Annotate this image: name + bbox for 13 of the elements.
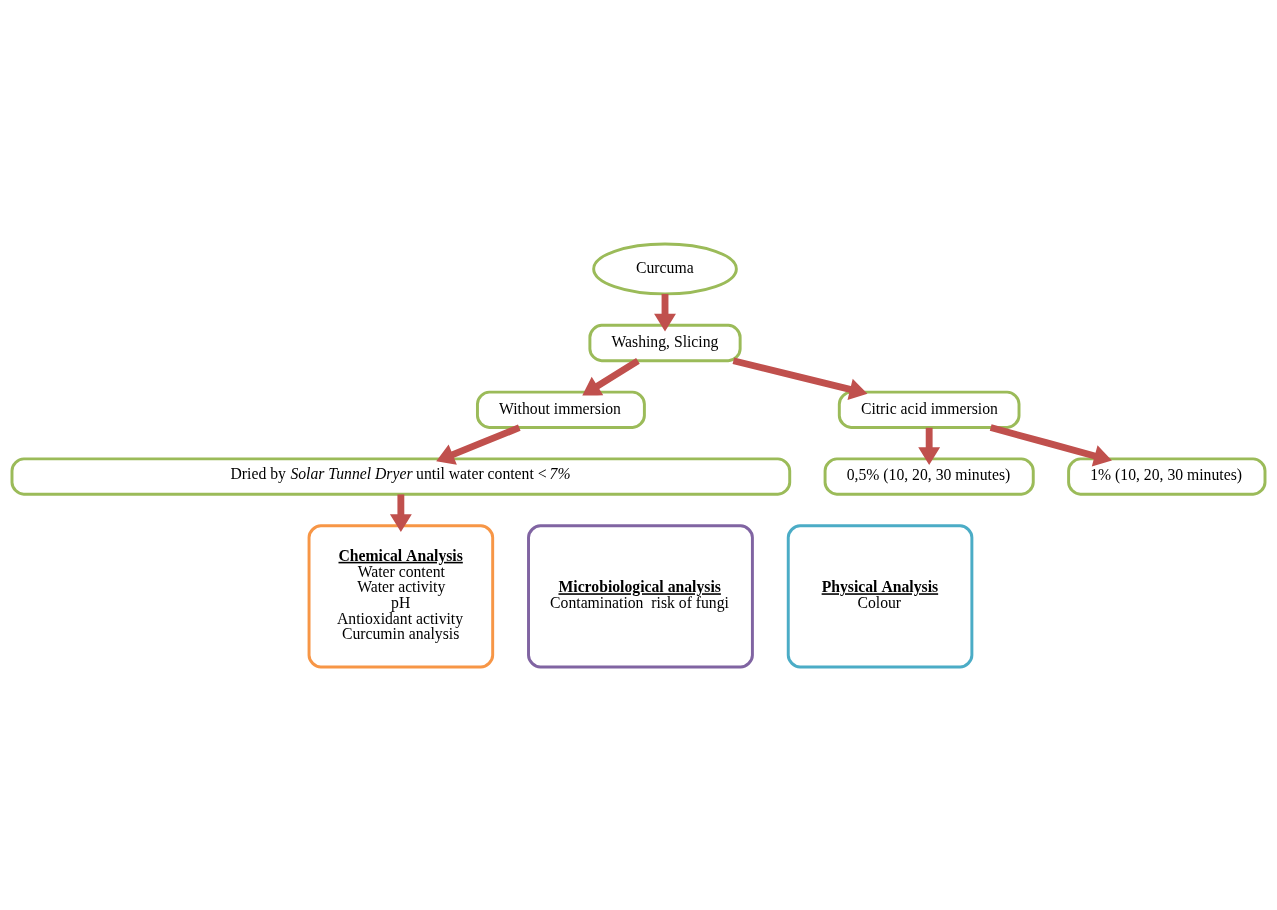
node-box: 1% (10, 20, 30 minutes) — [1067, 456, 1267, 496]
node-box: Washing, Slicing — [588, 323, 742, 362]
node-ellipse: Curcuma — [592, 242, 738, 295]
node-box: Microbiological analysis Contamination risk of fungi — [527, 523, 754, 669]
node-box: Without immersion — [476, 390, 646, 429]
arrow — [582, 357, 640, 395]
node-box: Chemical Analysis Water content Water activity pH Antioxidant activity Curcumin analysis — [307, 523, 495, 669]
node-box: 0,5% (10, 20, 30 minutes) — [823, 456, 1035, 496]
node-box: Citric acid immersion — [837, 390, 1021, 429]
arrow — [389, 493, 412, 532]
node-box: Physical Analysis Colour — [786, 523, 974, 669]
node-box: Dried by Solar Tunnel Dryer until water content < 7% — [10, 456, 792, 496]
arrow — [732, 356, 868, 400]
